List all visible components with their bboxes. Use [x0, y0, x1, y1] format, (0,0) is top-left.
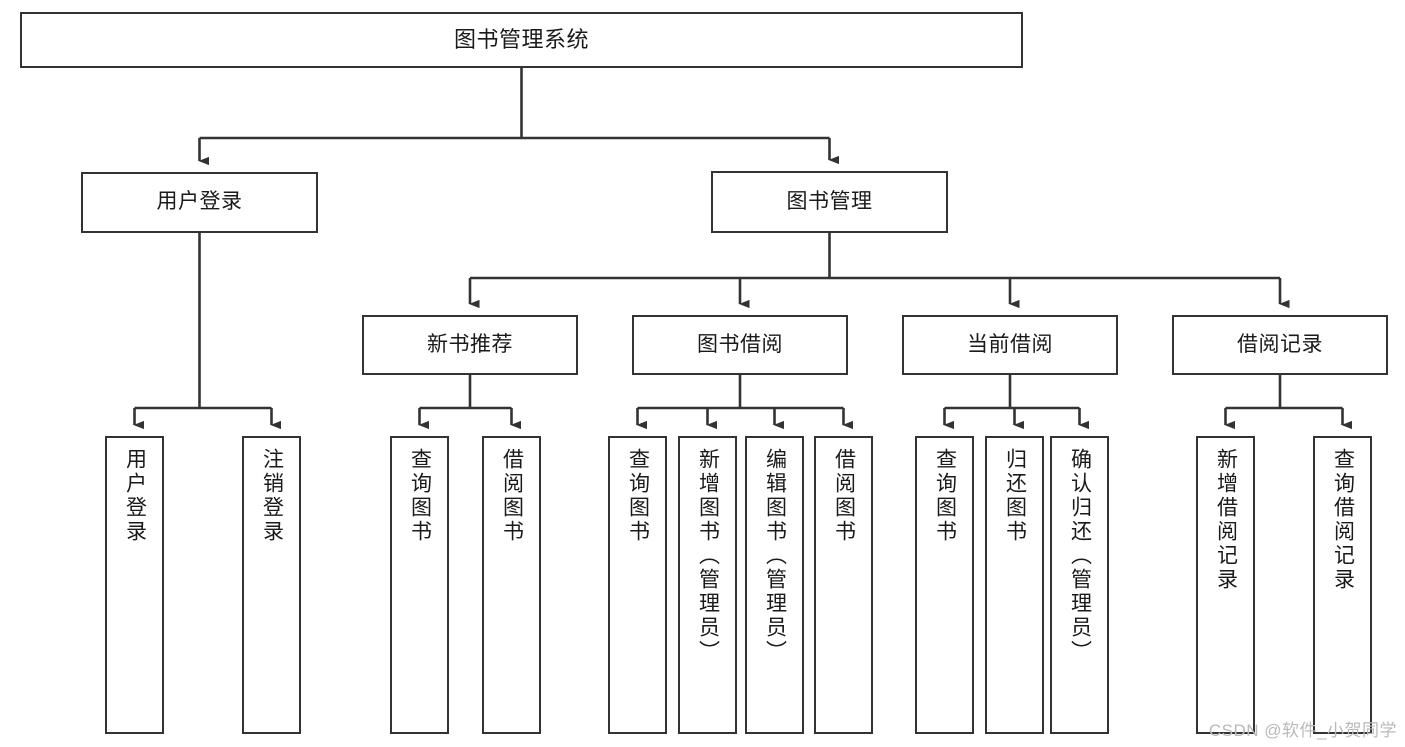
node-leaf-confirm-return-label: 确认归还（管理员） [1068, 448, 1092, 664]
csdn-watermark: CSDN @软件_小贺同学 [1208, 721, 1397, 740]
node-leaf-add-borrow-record[interactable]: 新增借阅记录 [1196, 436, 1255, 734]
node-current-borrow[interactable]: 当前借阅 [902, 315, 1118, 375]
node-leaf-borrow-book[interactable]: 借阅图书 [814, 436, 873, 734]
node-leaf-user-login[interactable]: 用户登录 [105, 436, 164, 734]
node-root-system-label: 图书管理系统 [453, 27, 589, 53]
node-book-borrow-label: 图书借阅 [697, 332, 783, 356]
node-leaf-borrow-book-new[interactable]: 借阅图书 [482, 436, 541, 734]
node-leaf-borrow-book-new-label: 借阅图书 [500, 448, 524, 544]
node-borrow-record[interactable]: 借阅记录 [1172, 315, 1388, 375]
node-book-manage-label: 图书管理 [786, 189, 873, 213]
node-leaf-add-book-admin-label: 新增图书（管理员） [696, 448, 720, 664]
node-leaf-confirm-return[interactable]: 确认归还（管理员） [1050, 436, 1109, 734]
node-root-system[interactable]: 图书管理系统 [20, 12, 1023, 68]
node-leaf-user-login-label: 用户登录 [123, 448, 147, 544]
node-user-login[interactable]: 用户登录 [81, 172, 318, 233]
node-leaf-query-borrow-record-label: 查询借阅记录 [1331, 448, 1355, 592]
node-new-book-recommend-label: 新书推荐 [427, 332, 513, 356]
node-leaf-query-book-new-label: 查询图书 [408, 448, 432, 544]
node-leaf-logout-login-label: 注销登录 [260, 448, 284, 544]
node-leaf-query-book-borrow-label: 查询图书 [626, 448, 650, 544]
node-book-borrow[interactable]: 图书借阅 [632, 315, 848, 375]
node-leaf-query-book-current-label: 查询图书 [933, 448, 957, 544]
node-leaf-query-book-borrow[interactable]: 查询图书 [608, 436, 667, 734]
node-leaf-query-book-current[interactable]: 查询图书 [915, 436, 974, 734]
node-leaf-add-borrow-record-label: 新增借阅记录 [1214, 448, 1238, 592]
node-book-manage[interactable]: 图书管理 [711, 171, 948, 233]
node-current-borrow-label: 当前借阅 [967, 332, 1053, 356]
node-leaf-borrow-book-label: 借阅图书 [832, 448, 856, 544]
node-leaf-query-borrow-record[interactable]: 查询借阅记录 [1313, 436, 1372, 734]
node-new-book-recommend[interactable]: 新书推荐 [362, 315, 578, 375]
node-leaf-query-book-new[interactable]: 查询图书 [390, 436, 449, 734]
node-leaf-edit-book-admin-label: 编辑图书（管理员） [763, 448, 787, 664]
node-leaf-return-book[interactable]: 归还图书 [985, 436, 1044, 734]
node-leaf-return-book-label: 归还图书 [1003, 448, 1027, 544]
node-user-login-label: 用户登录 [156, 190, 243, 214]
node-leaf-logout-login[interactable]: 注销登录 [242, 436, 301, 734]
node-leaf-add-book-admin[interactable]: 新增图书（管理员） [678, 436, 737, 734]
node-leaf-edit-book-admin[interactable]: 编辑图书（管理员） [745, 436, 804, 734]
node-borrow-record-label: 借阅记录 [1237, 332, 1323, 356]
